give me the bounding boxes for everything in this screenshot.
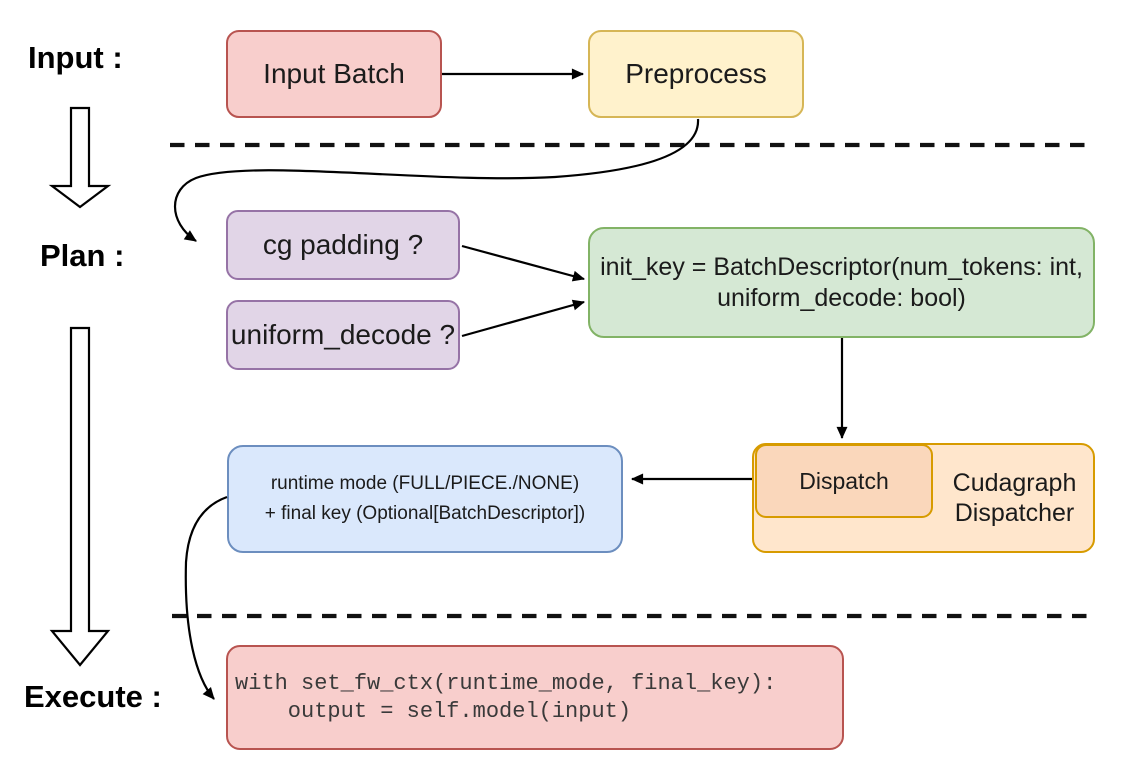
node-execute-code: with set_fw_ctx(runtime_mode, final_key)… (226, 645, 844, 750)
node-execute-code-line2: output = self.model(input) (235, 698, 632, 724)
stage-label-execute: Execute : (24, 679, 162, 714)
stage-label-plan: Plan : (40, 238, 125, 273)
node-execute-code-line1: with set_fw_ctx(runtime_mode, final_key)… (235, 670, 777, 696)
node-uniform-decode-label: uniform_decode ? (230, 319, 456, 350)
node-init-key-line1: init_key = BatchDescriptor(num_tokens: i… (600, 252, 1083, 281)
hollow-arrow-input-to-plan-icon (48, 106, 112, 209)
node-cg-padding: cg padding ? (226, 210, 460, 280)
arrow-uniformdecode-to-initkey (461, 299, 586, 338)
node-cudagraph-dispatcher-label: Cudagraph Dispatcher (952, 469, 1077, 527)
node-dispatch: Dispatch (755, 444, 933, 518)
node-runtime-mode-line2: + final key (Optional[BatchDescriptor]) (264, 503, 586, 524)
node-init-key: init_key = BatchDescriptor(num_tokens: i… (588, 227, 1095, 338)
stage-label-input: Input : (28, 40, 123, 75)
node-cg-padding-label: cg padding ? (262, 229, 424, 260)
hollow-arrow-plan-to-execute-icon (49, 326, 111, 667)
node-input-batch: Input Batch (226, 30, 442, 118)
node-uniform-decode: uniform_decode ? (226, 300, 460, 370)
node-preprocess-label: Preprocess (625, 58, 767, 89)
node-dispatch-label: Dispatch (799, 467, 889, 494)
node-preprocess: Preprocess (588, 30, 804, 118)
node-init-key-line2: uniform_decode: bool) (717, 283, 966, 312)
arrow-runtime-to-executecode (184, 495, 228, 700)
node-runtime-mode-line1: runtime mode (FULL/PIECE./NONE) (270, 473, 580, 494)
node-input-batch-label: Input Batch (263, 58, 405, 89)
arrow-cgpadding-to-initkey (461, 244, 586, 282)
node-runtime-mode: runtime mode (FULL/PIECE./NONE) + final … (227, 445, 623, 553)
